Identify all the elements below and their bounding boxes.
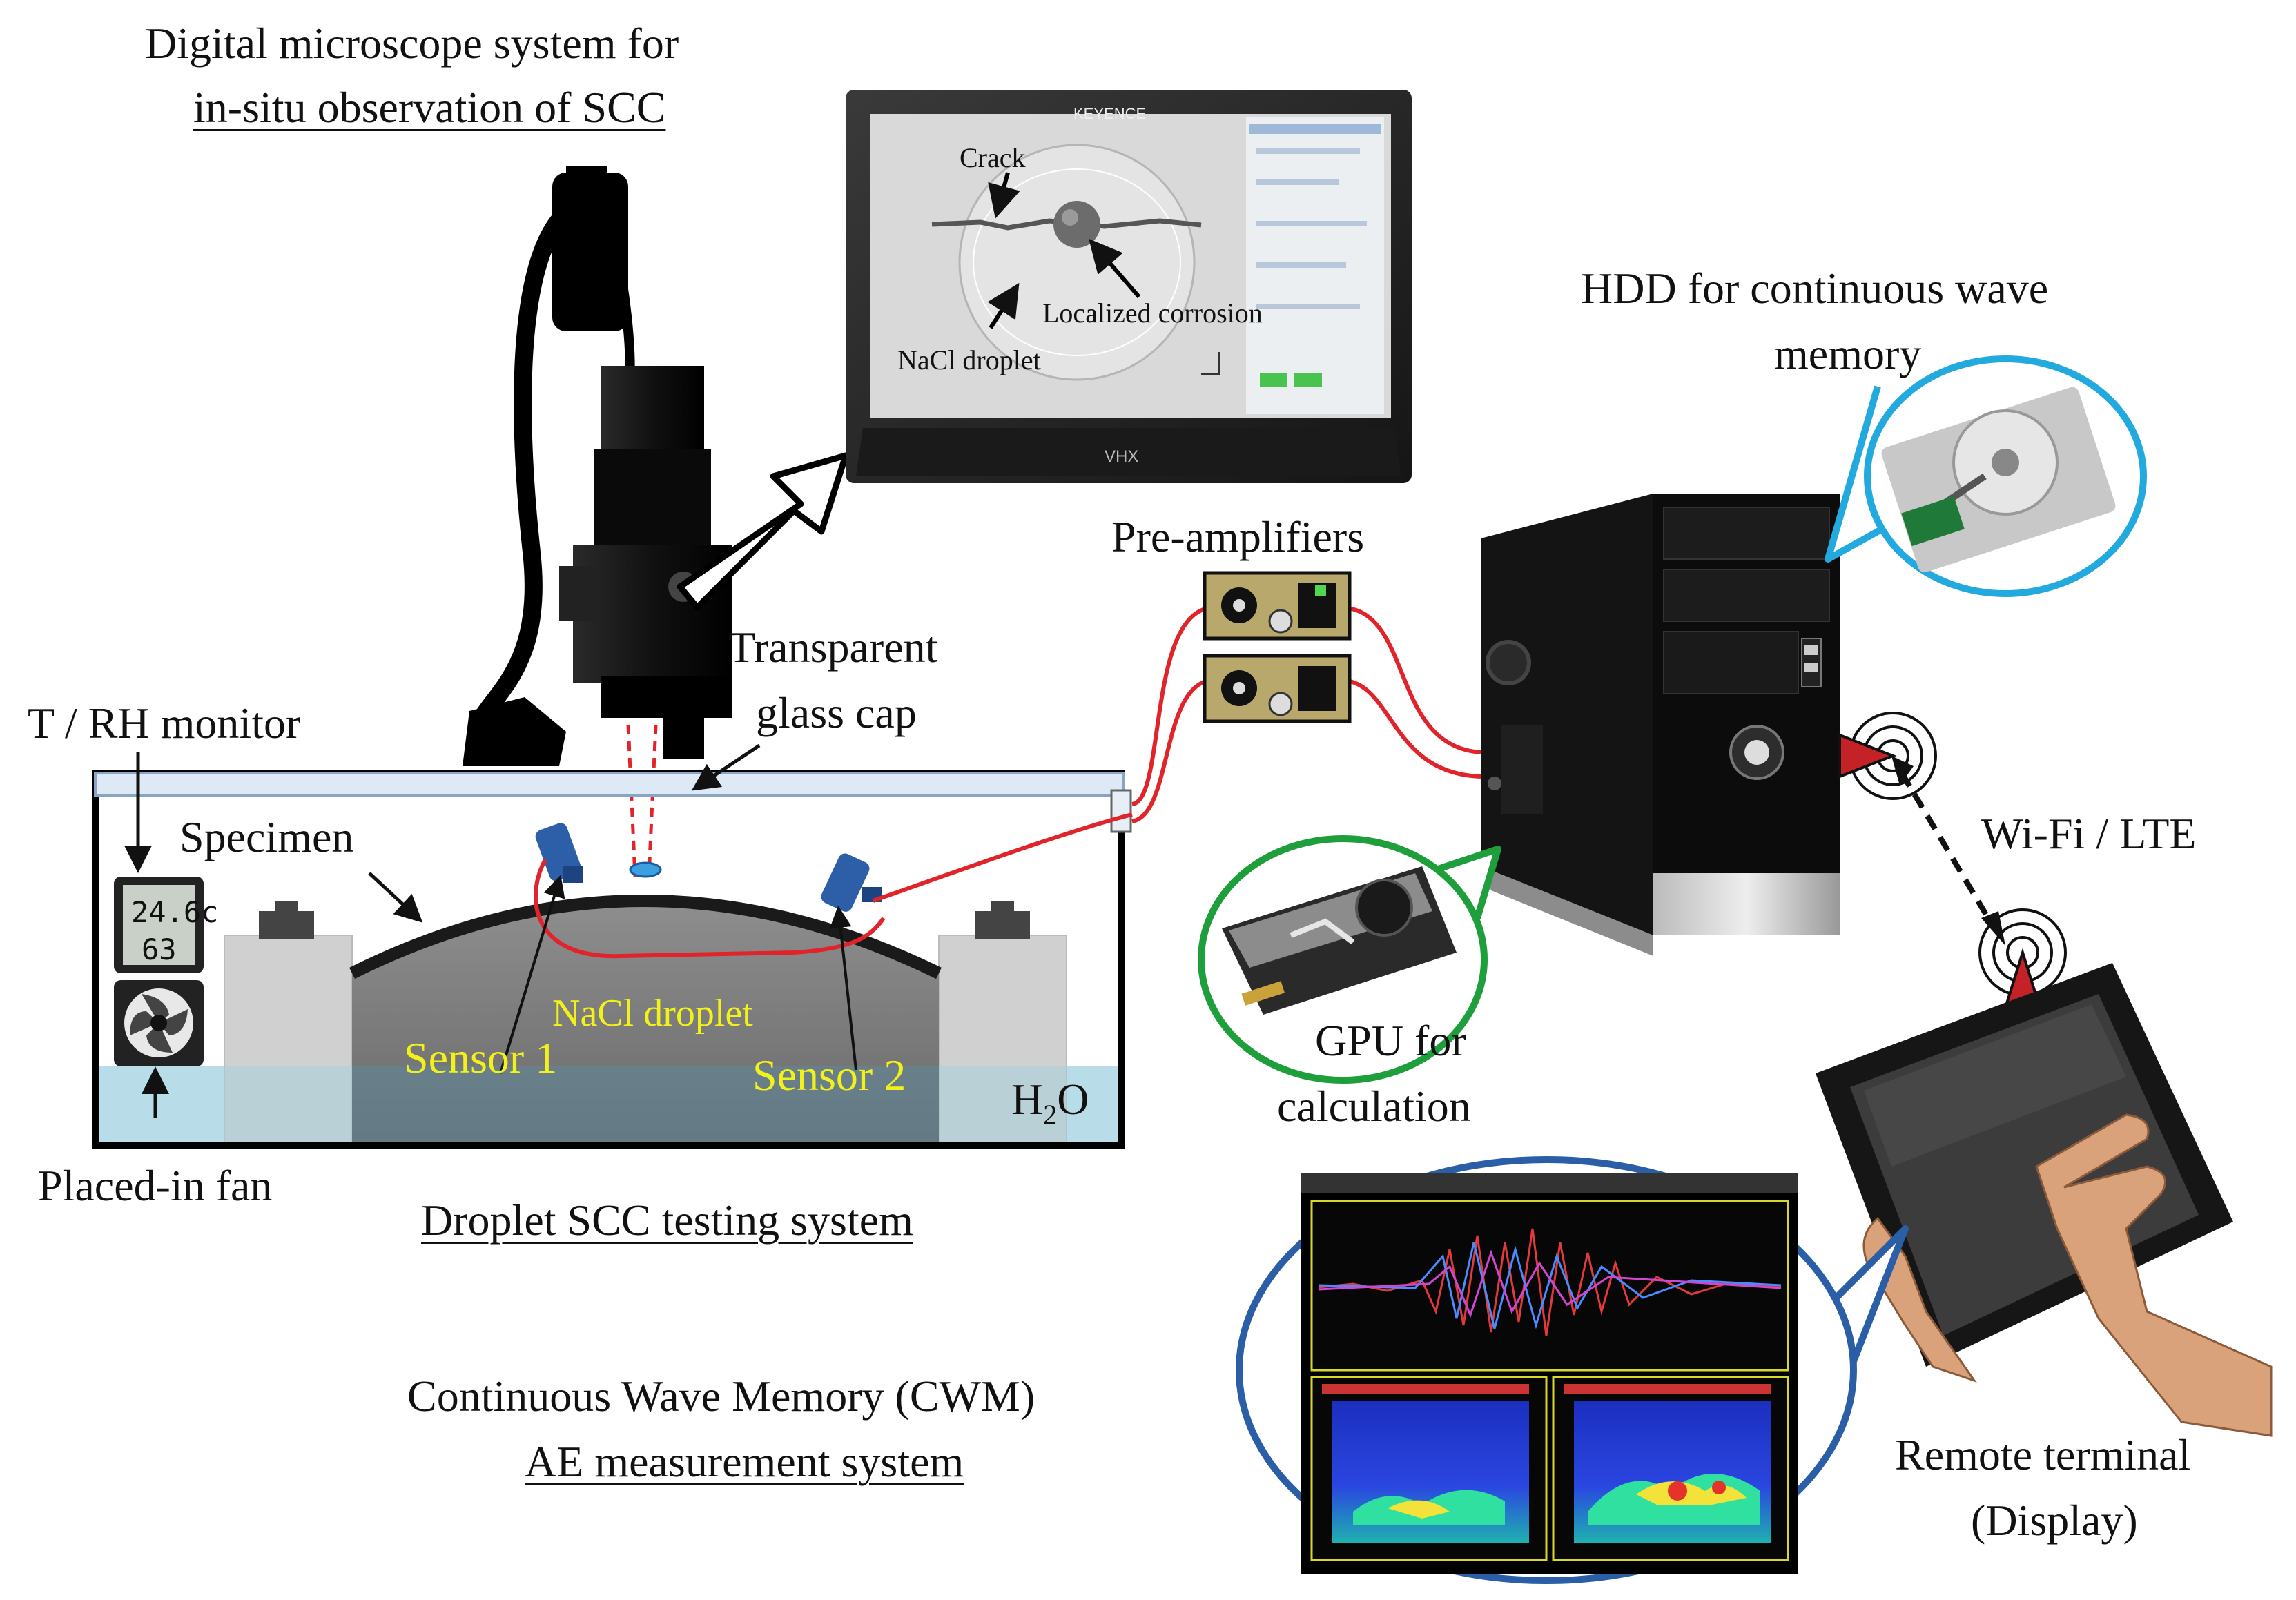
caption-droplet-scc: Droplet SCC testing system xyxy=(421,1196,913,1245)
sensor-2 xyxy=(821,853,882,912)
caption-cwm-line2: AE measurement system xyxy=(525,1437,964,1486)
label-localized-corrosion: Localized corrosion xyxy=(1042,297,1263,329)
trh-temp-readout: 24.6c xyxy=(131,895,218,929)
label-water-h: H xyxy=(1011,1075,1044,1124)
waveform-trace xyxy=(1318,1228,1782,1336)
label-transparent-cap-1: Transparent xyxy=(728,623,938,672)
label-transparent-cap-2: glass cap xyxy=(756,688,917,737)
label-gpu-line2: calculation xyxy=(1277,1082,1471,1131)
label-preamplifiers: Pre-amplifiers xyxy=(1111,512,1365,561)
monitor-brand: KEYENCE xyxy=(1073,105,1147,122)
preamplifier-1 xyxy=(1203,571,1352,641)
remote-tablet xyxy=(1816,963,2273,1437)
microscope-title-line2: in-situ observation of SCC xyxy=(193,83,666,132)
gpu-callout xyxy=(1198,835,1501,1084)
label-trh-monitor: T / RH monitor xyxy=(28,699,301,748)
label-water: H2O xyxy=(1011,1073,1089,1131)
microscope-system xyxy=(463,166,732,877)
label-wifi-lte: Wi-Fi / LTE xyxy=(1981,809,2197,858)
label-sensor-2: Sensor 2 xyxy=(752,1051,906,1100)
label-nacl-droplet-micro: NaCl droplet xyxy=(897,344,1041,375)
caption-cwm-line1: Continuous Wave Memory (CWM) xyxy=(407,1372,1035,1421)
label-nacl-droplet: NaCl droplet xyxy=(552,992,753,1035)
label-hdd-line1: HDD for continuous wave xyxy=(1581,264,2049,313)
sensor-1 xyxy=(535,823,583,883)
label-remote-terminal: Remote terminal xyxy=(1895,1430,2191,1479)
scc-test-chamber: 24.6c 63 xyxy=(92,770,1132,1149)
fan-icon xyxy=(114,980,204,1066)
preamplifier-2 xyxy=(1203,654,1352,723)
signal-cables xyxy=(872,605,1481,903)
label-sensor-1: Sensor 1 xyxy=(404,1033,558,1082)
trh-humidity-readout: 63 xyxy=(142,933,177,966)
label-specimen: Specimen xyxy=(179,812,354,861)
microscope-monitor xyxy=(846,90,1412,483)
monitor-model: VHX xyxy=(1105,447,1139,466)
microscope-title-line1: Digital microscope system for xyxy=(145,19,679,68)
label-gpu-line1: GPU for xyxy=(1315,1016,1466,1065)
pc-antenna-icon xyxy=(1838,712,1937,800)
cwm-callout xyxy=(1236,1156,1909,1584)
label-placed-in-fan: Placed-in fan xyxy=(38,1161,273,1210)
hollow-arrow-icon xyxy=(677,452,849,611)
label-crack: Crack xyxy=(960,142,1026,173)
pc-tower xyxy=(1481,494,1840,956)
label-water-sub: 2 xyxy=(1043,1098,1058,1130)
label-water-o: O xyxy=(1057,1075,1089,1124)
hdd-callout xyxy=(1825,355,2147,597)
label-hdd-line2: memory xyxy=(1774,329,1922,378)
label-remote-display: (Display) xyxy=(1971,1496,2138,1545)
